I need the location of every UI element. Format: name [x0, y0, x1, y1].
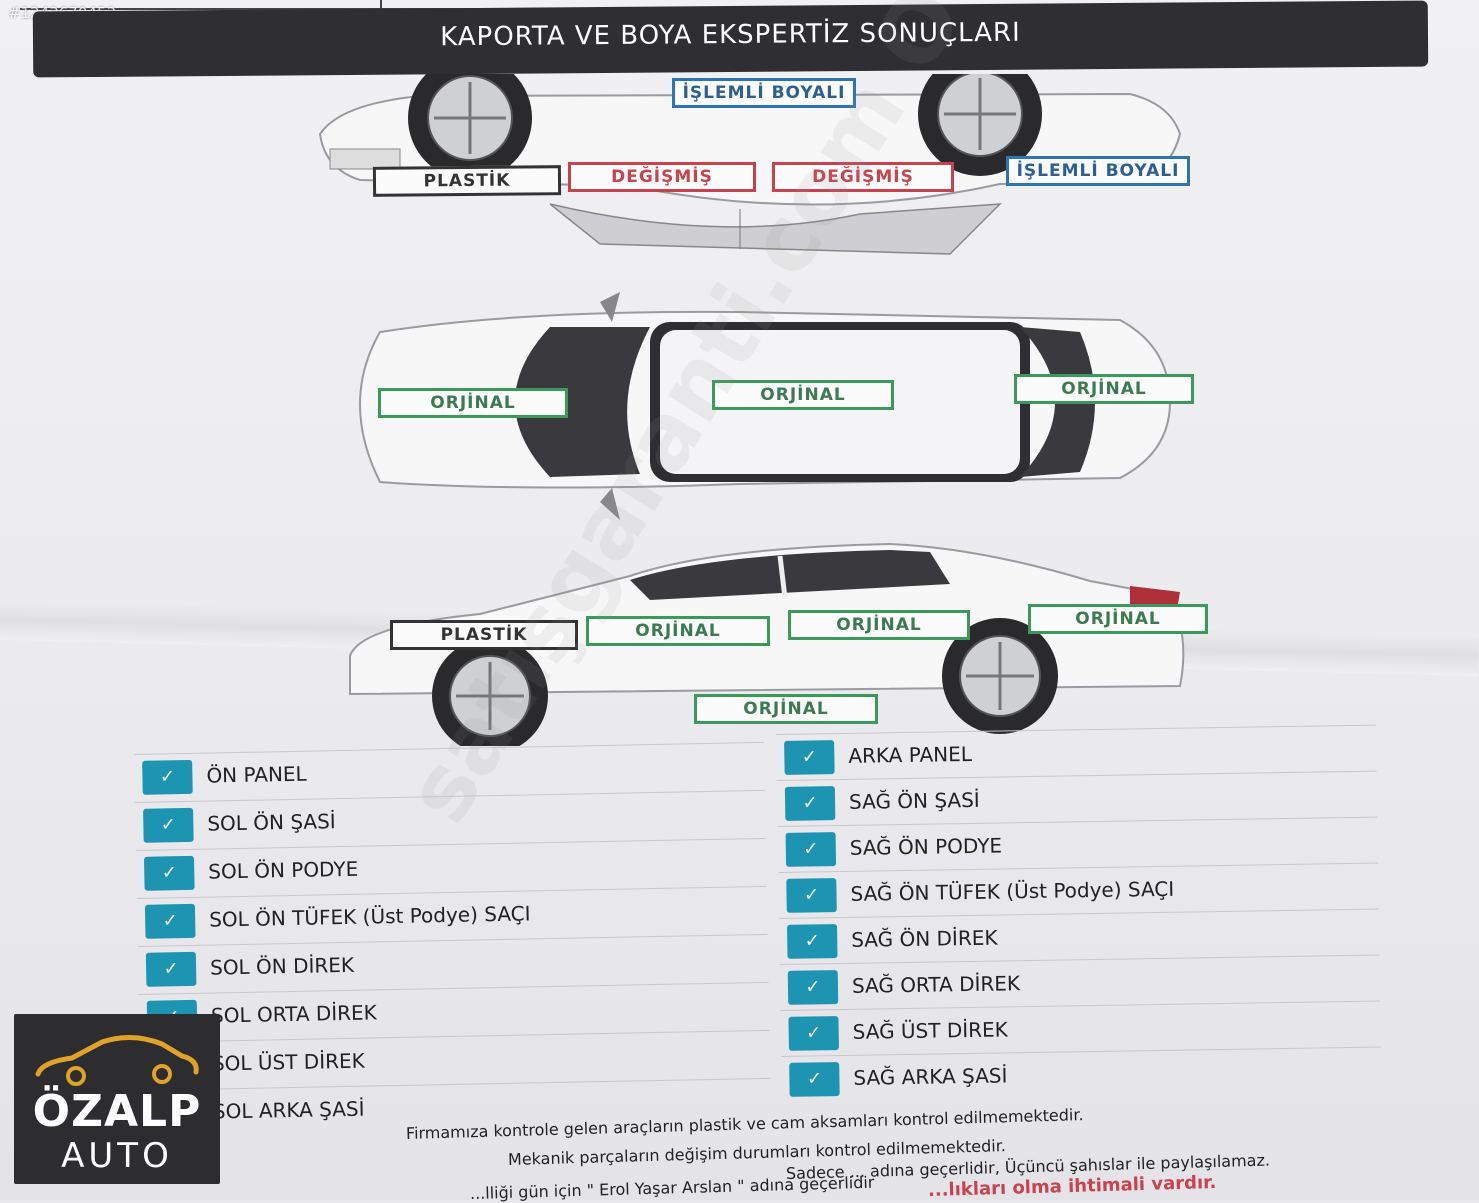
tag-left-orjinal-4: ORJİNAL — [694, 694, 878, 724]
check-icon: ✓ — [143, 855, 195, 891]
report-title: KAPORTA VE BOYA EKSPERTİZ SONUÇLARI — [440, 17, 1021, 53]
checklist-label: SAĞ ARKA ŞASİ — [853, 1063, 1008, 1090]
logo-text-ozalp: ÖZALP — [32, 1086, 202, 1137]
tag-top-orjinal-3: ORJİNAL — [1014, 374, 1194, 404]
checklist-label: SAĞ ORTA DİREK — [851, 971, 1021, 998]
tag-roof-islemli-boyali: İŞLEMLİ BOYALI — [672, 78, 856, 108]
report-header: KAPORTA VE BOYA EKSPERTİZ SONUÇLARI — [32, 0, 1429, 78]
tag-left-orjinal-3: ORJİNAL — [1028, 604, 1208, 634]
checklist-label: SOL ARKA ŞASİ — [212, 1096, 365, 1124]
checklist-label: ARKA PANEL — [848, 741, 973, 768]
tag-right-islemli-boyali: İŞLEMLİ BOYALI — [1006, 156, 1190, 186]
checklist-label: SOL ÖN TÜFEK (Üst Podye) SAÇI — [208, 901, 531, 932]
checklist-label: SOL ÖN ŞASİ — [207, 809, 336, 836]
check-icon: ✓ — [784, 786, 836, 821]
checklist-label: SAĞ ÖN PODYE — [849, 833, 1003, 860]
check-icon: ✓ — [145, 951, 197, 987]
ozalp-auto-logo: ÖZALP AUTO — [14, 1014, 220, 1184]
check-icon: ✓ — [785, 832, 837, 867]
tag-top-orjinal-2: ORJİNAL — [712, 380, 894, 410]
checklist-left: ✓ ÖN PANEL ✓ SOL ÖN ŞASİ ✓ SOL ÖN PODYE ✓ SO… — [134, 741, 777, 1144]
checklist-label: SAĞ ÖN TÜFEK (Üst Podye) SAÇI — [850, 876, 1175, 906]
check-icon: ✓ — [784, 740, 835, 775]
checklist-label: SOL ÖN DİREK — [209, 952, 355, 980]
checklist-row: ✓ SAĞ ARKA ŞASİ — [781, 1046, 1382, 1102]
car-outline-icon — [35, 1035, 199, 1086]
checklist-label: SAĞ ÖN ŞASİ — [848, 787, 980, 814]
check-icon: ✓ — [787, 970, 839, 1005]
check-icon: ✓ — [789, 1062, 840, 1097]
tag-top-orjinal-1: ORJİNAL — [378, 388, 568, 418]
check-icon: ✓ — [144, 903, 196, 939]
check-icon: ✓ — [142, 759, 193, 795]
check-icon: ✓ — [786, 924, 838, 959]
logo-text-auto: AUTO — [61, 1136, 173, 1176]
tag-left-plastik: PLASTİK — [390, 620, 578, 650]
tag-left-orjinal-2: ORJİNAL — [788, 610, 970, 640]
tag-right-degismis-1: DEĞİŞMİŞ — [568, 162, 756, 192]
check-icon: ✓ — [788, 1016, 839, 1051]
checklist-right: ✓ ARKA PANEL ✓ SAĞ ÖN ŞASİ ✓ SAĞ ÖN PODYE ✓… — [776, 724, 1388, 1113]
check-icon: ✓ — [786, 878, 837, 913]
tag-right-plastik: PLASTİK — [372, 165, 562, 197]
check-icon: ✓ — [143, 807, 194, 843]
checklist-label: SOL ÖN PODYE — [208, 856, 359, 884]
checklist-label: SOL ÜST DİREK — [211, 1048, 365, 1076]
tag-right-degismis-2: DEĞİŞMİŞ — [772, 162, 954, 192]
checklist-label: ÖN PANEL — [206, 761, 307, 788]
tag-left-orjinal-1: ORJİNAL — [586, 616, 770, 646]
checklist-label: SOL ORTA DİREK — [210, 1000, 378, 1028]
checklist-label: SAĞ ÖN DİREK — [851, 925, 998, 952]
checklist-label: SAĞ ÜST DİREK — [852, 1017, 1008, 1044]
